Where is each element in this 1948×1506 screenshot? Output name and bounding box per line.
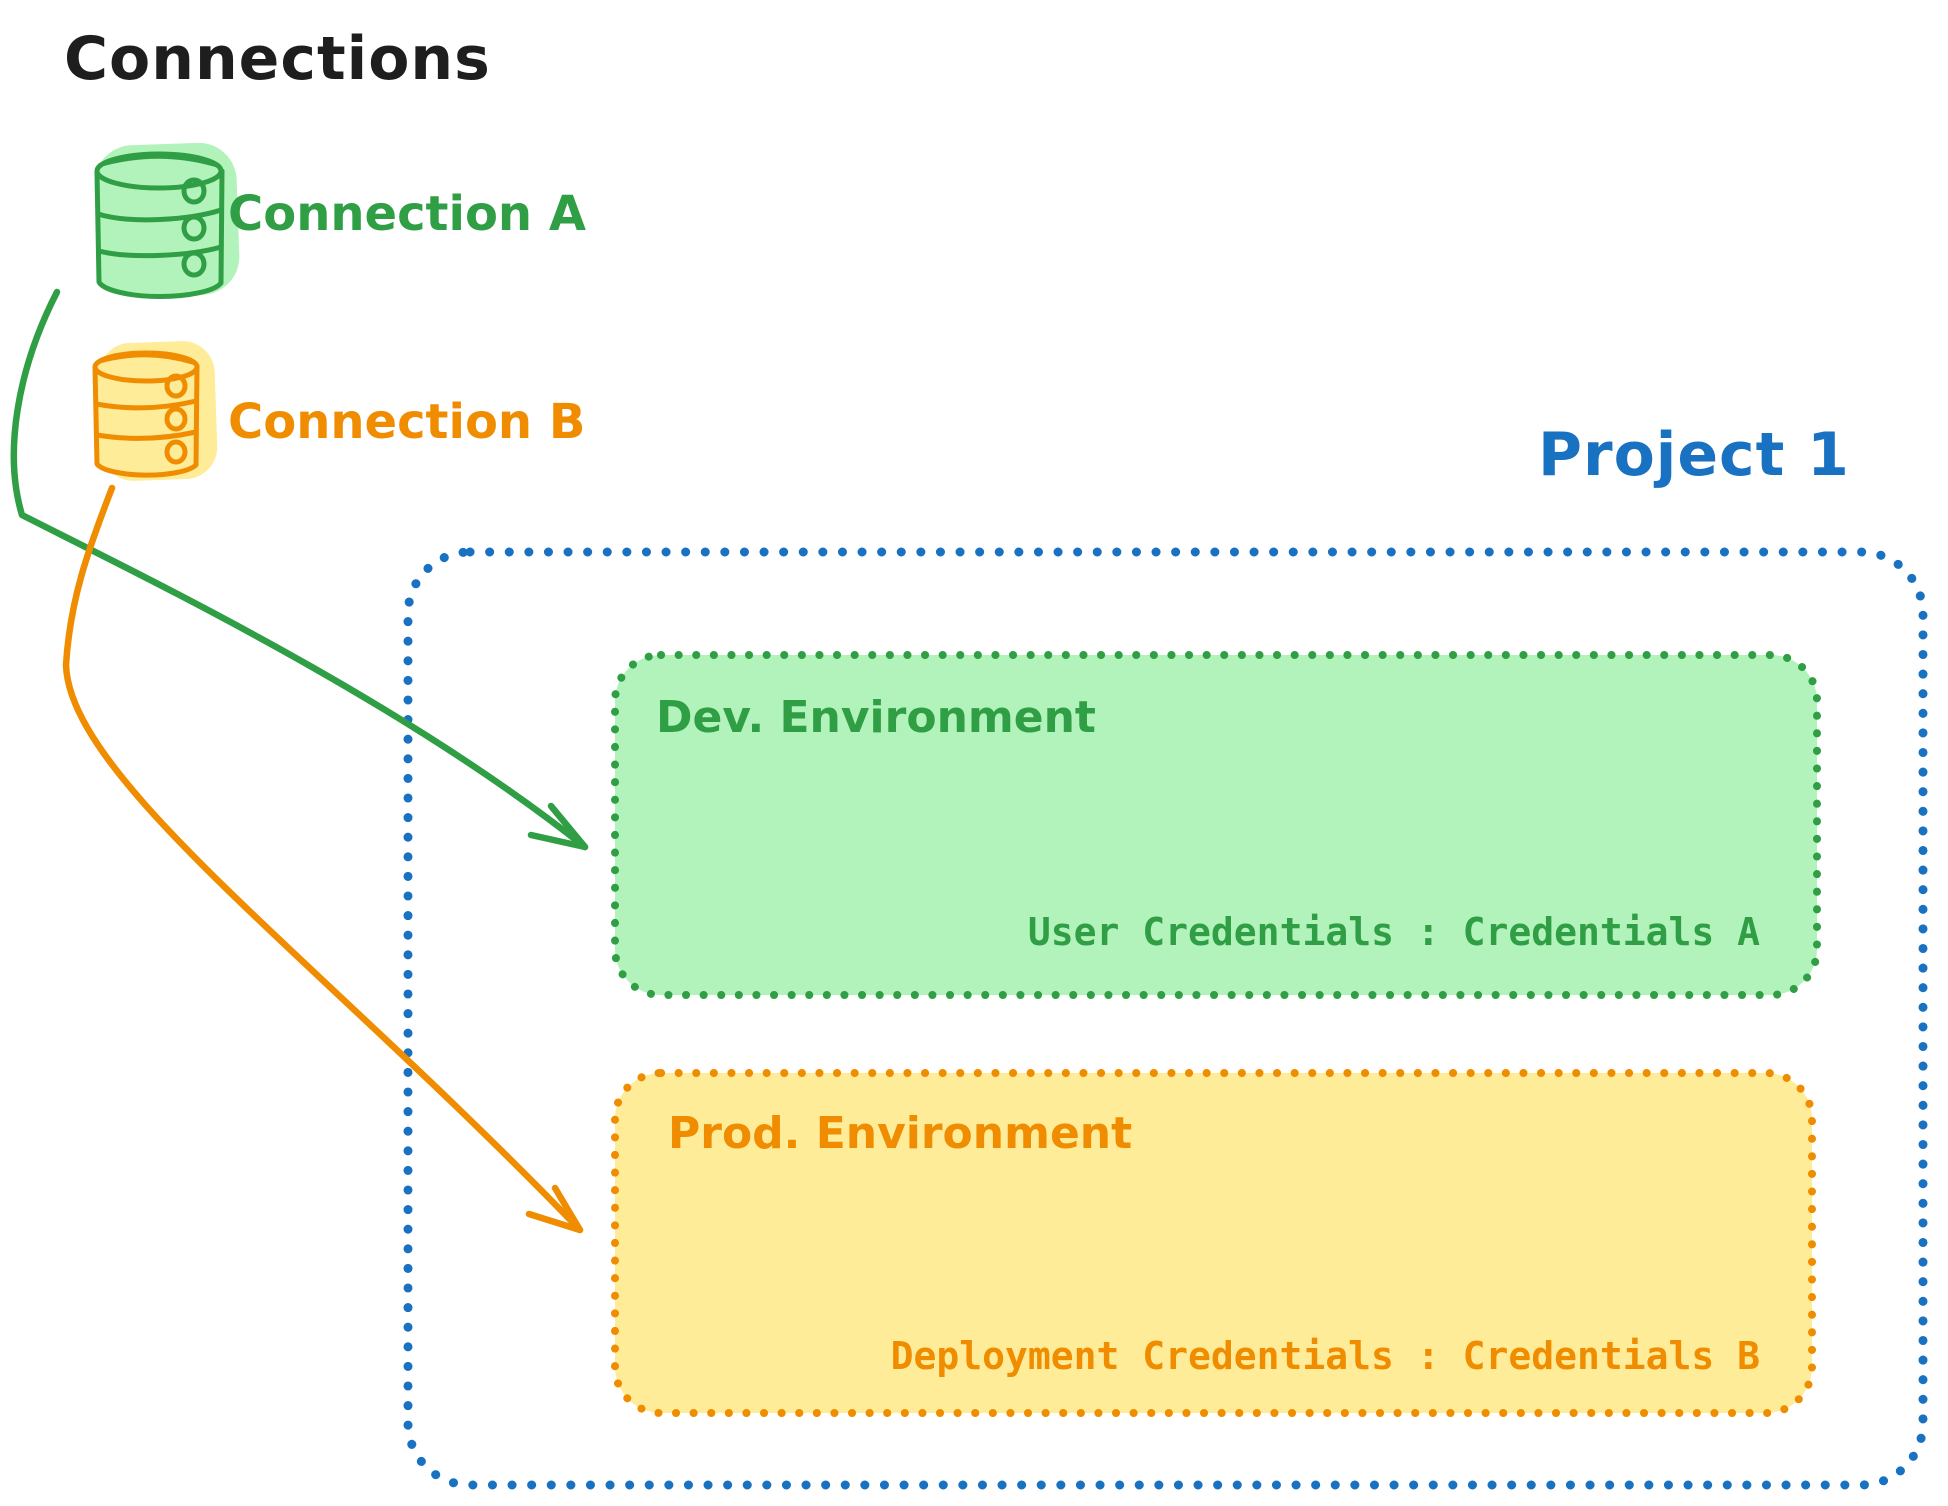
arrowhead-orange <box>525 1184 584 1234</box>
connections-title: Connections <box>64 24 491 94</box>
connection-a-label: Connection A <box>228 186 586 242</box>
dev-environment-credentials: User Credentials : Credentials A <box>1027 910 1760 954</box>
connection-b-label: Connection B <box>228 394 586 450</box>
dev-environment-title: Dev. Environment <box>656 692 1096 743</box>
arrowhead-green <box>527 802 589 851</box>
prod-environment-box <box>611 1069 1816 1417</box>
prod-environment-title: Prod. Environment <box>668 1108 1133 1159</box>
arrow-connection-b-to-prod <box>62 484 584 1234</box>
database-icon-connection-a <box>94 142 240 299</box>
project-title: Project 1 <box>1538 420 1850 490</box>
database-icon-connection-b <box>92 341 218 481</box>
dev-environment-box <box>611 651 1821 999</box>
prod-environment-credentials: Deployment Credentials : Credentials B <box>890 1334 1760 1378</box>
